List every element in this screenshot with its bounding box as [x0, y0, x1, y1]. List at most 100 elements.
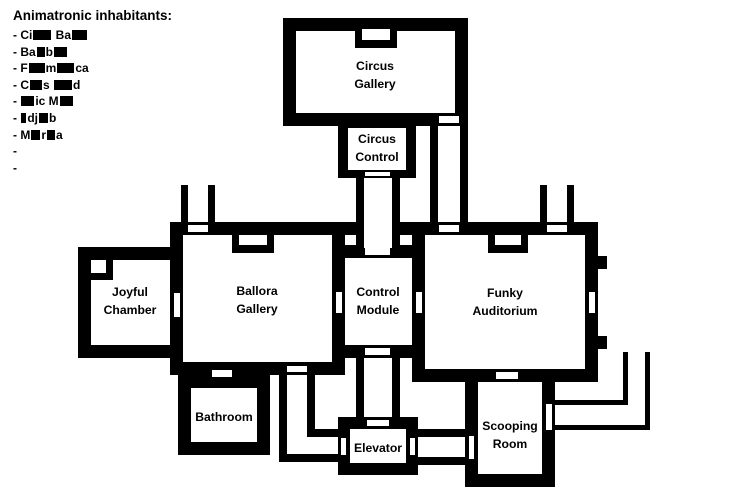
inhabitant-ballora: - Ba b — [13, 44, 172, 61]
inhabitant-text: r — [41, 127, 46, 142]
inhabitant-text: - Ba — [13, 44, 36, 59]
door-control-module-top — [365, 248, 390, 255]
door-elevator-right — [410, 438, 415, 455]
door-ballora-stub — [188, 225, 208, 232]
redaction-bar — [54, 79, 73, 90]
inhabitant-blank-2: - — [13, 160, 172, 177]
floor-bathroom — [191, 388, 257, 442]
door-elevator-left — [341, 438, 346, 455]
door-control-module-bottom — [365, 348, 390, 355]
wall-corridor-gallery-down-1 — [430, 126, 438, 222]
wall-hall-inner-v — [623, 352, 628, 405]
inhabitant-text: Ba — [52, 28, 72, 42]
wall-stub-corridor-nw-1 — [181, 185, 188, 222]
inhabitant-text: d — [73, 77, 81, 92]
room-label-bathroom: Bathroom — [195, 410, 253, 424]
redaction-bar — [39, 112, 49, 123]
inhabitant-circus-baby: - Ci Ba — [13, 27, 172, 44]
inhabitant-text: a — [56, 127, 63, 142]
door-circus-gallery-corridor — [439, 116, 459, 123]
door-ballora-bathroom — [212, 370, 232, 377]
wall-corridor-scooping-top — [418, 429, 465, 437]
redaction-bar — [28, 63, 45, 74]
door-auditorium-right — [589, 292, 595, 313]
inhabitant-text: ca — [75, 61, 89, 76]
redaction-bar — [31, 129, 41, 140]
inhabitant-text: - — [13, 94, 21, 109]
wall-auditorium-tab-2 — [598, 336, 607, 349]
redaction-bar — [72, 30, 88, 40]
wall-corridor-elevator-inner-h — [307, 429, 346, 437]
wall-auditorium-tab-1 — [598, 256, 607, 269]
wall-corridor-scooping-bottom — [418, 457, 465, 465]
door-elevator-top — [367, 420, 389, 426]
notch-inner-circus-gallery-stage — [362, 29, 390, 40]
inhabitant-text: b — [49, 110, 57, 125]
door-control-module-right — [416, 292, 422, 313]
inhabitant-text: - Ci — [13, 28, 33, 42]
door-circus-control-bottom — [365, 172, 390, 176]
door-control-module-left — [336, 292, 342, 313]
room-label-elevator: Elevator — [354, 441, 402, 455]
inhabitant-text: - — [13, 144, 17, 159]
door-joyful-chamber — [174, 293, 180, 317]
wall-hall-outer-v — [645, 352, 650, 430]
wall-stub-corridor-ne-2 — [567, 185, 574, 222]
redaction-bar — [36, 46, 45, 57]
inhabitant-5: - ic M — [13, 93, 172, 110]
inhabitant-text: m — [45, 61, 57, 76]
door-auditorium-corridor-right — [547, 225, 567, 232]
redaction-bar — [47, 129, 55, 140]
inhabitant-text: s — [43, 77, 54, 92]
notch-inner-funky-auditorium-stage — [495, 235, 521, 245]
floor-corridor-circus-control — [364, 178, 392, 248]
inhabitant-text: dj — [27, 110, 39, 125]
wall-corridor-elevator-outer-v — [279, 375, 287, 462]
redaction-bar — [30, 79, 42, 90]
wall-corridor-elevator-inner-v — [307, 375, 315, 437]
door-scooping-right — [546, 404, 552, 430]
floor-ballora-gallery — [183, 235, 332, 362]
door-auditorium-scooping — [496, 372, 518, 379]
inhabitant-text: - F — [13, 61, 28, 76]
door-auditorium-corridor-left — [439, 225, 459, 232]
redaction-bar — [54, 46, 68, 57]
notch-inner-joyful-chamber-nook — [91, 260, 106, 273]
redaction-bar — [21, 112, 27, 123]
inhabitant-text: - — [13, 110, 21, 125]
floor-circus-control — [348, 128, 406, 170]
floor-elevator — [350, 429, 406, 463]
wall-stub-corridor-nw-2 — [208, 185, 215, 222]
notch-inner-ballora-gallery-stage — [239, 235, 267, 245]
wall-corridor-module-down-2 — [392, 358, 400, 417]
floor-scooping-room — [478, 382, 542, 474]
inhabitant-text: ic M — [35, 94, 59, 109]
redaction-bar — [57, 63, 75, 74]
inhabitant-text: - M — [13, 127, 31, 142]
floor-funky-auditorium — [425, 235, 585, 369]
wall-corridor-gallery-down-2 — [460, 126, 468, 222]
inhabitant-text: b — [45, 44, 54, 59]
floor-control-module — [345, 258, 412, 345]
wall-hall-outer-h — [555, 425, 650, 430]
inhabitant-text: - — [13, 160, 17, 175]
door-scooping-left — [469, 436, 474, 459]
wall-corridor-elevator-outer-h — [279, 454, 338, 462]
door-ballora-corridor — [287, 366, 307, 372]
wall-hall-inner-h — [555, 400, 628, 405]
inhabitant-funtime: - F m ca — [13, 60, 172, 77]
wall-corridor-module-down-1 — [356, 358, 364, 417]
redaction-bar — [59, 96, 73, 107]
